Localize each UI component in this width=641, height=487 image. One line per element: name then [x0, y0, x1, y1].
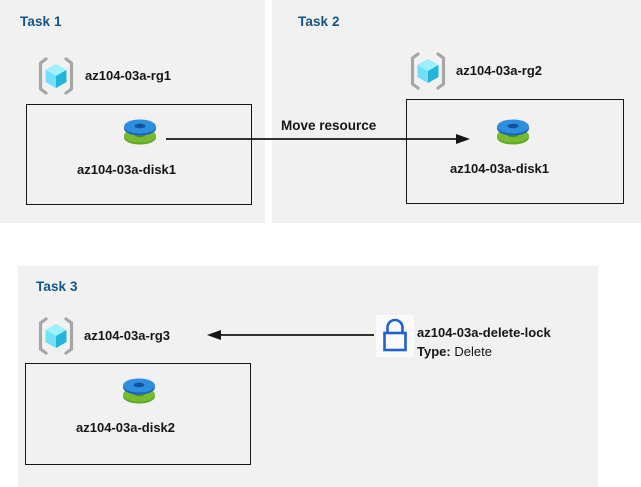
lock-icon — [376, 315, 414, 357]
resource-group-icon — [35, 56, 77, 96]
lock-type-value: Delete — [454, 344, 492, 359]
resource-group-label-task-1: az104-03a-rg1 — [85, 68, 171, 83]
resource-group-icon — [407, 51, 449, 91]
resource-box-task-2 — [406, 99, 624, 204]
panel-task-2 — [272, 0, 641, 223]
managed-disk-icon — [120, 113, 160, 153]
panel-task-1 — [0, 0, 265, 223]
panel-task-3-title: Task 3 — [36, 279, 78, 294]
panel-task-2-title: Task 2 — [298, 14, 340, 29]
panel-task-1-title: Task 1 — [20, 14, 62, 29]
resource-group-icon — [35, 316, 77, 356]
resource-group-label-task-3: az104-03a-rg3 — [84, 328, 170, 343]
resource-box-task-1 — [26, 104, 252, 205]
resource-label-task-3: az104-03a-disk2 — [76, 420, 176, 435]
resource-box-task-3 — [25, 363, 251, 465]
resource-label-task-2: az104-03a-disk1 — [450, 161, 550, 176]
lock-name-label: az104-03a-delete-lock — [417, 325, 551, 340]
resource-group-label-task-2: az104-03a-rg2 — [456, 63, 542, 78]
panel-task-3 — [18, 266, 598, 487]
managed-disk-icon — [493, 113, 533, 153]
resource-label-task-1: az104-03a-disk1 — [77, 162, 177, 177]
move-resource-label: Move resource — [281, 118, 377, 133]
lock-type-row: Type: Delete — [417, 344, 492, 359]
managed-disk-icon — [119, 372, 159, 412]
lock-type-label: Type: — [417, 344, 451, 359]
